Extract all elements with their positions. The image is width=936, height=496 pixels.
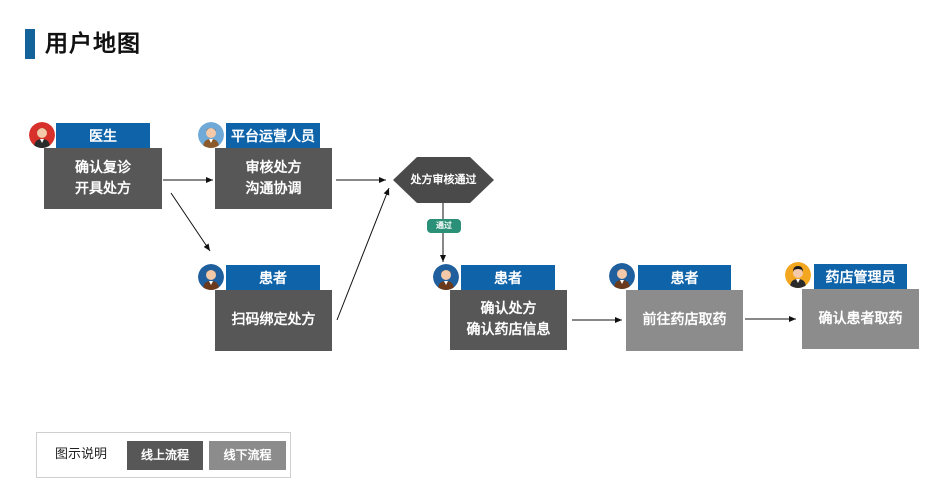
step-box: 确认处方 确认药店信息 xyxy=(450,290,567,350)
patient-avatar-icon xyxy=(609,263,635,289)
step-line: 扫码绑定处方 xyxy=(231,312,316,328)
patient-avatar-icon xyxy=(433,264,459,290)
step-line: 前往药店取药 xyxy=(642,312,727,328)
step-line: 确认药店信息 xyxy=(466,322,551,338)
decision-diamond-shape xyxy=(393,157,494,203)
decision-node: 处方审核通过 xyxy=(393,157,494,203)
doctor-avatar-icon xyxy=(29,122,55,148)
step-box: 扫码绑定处方 xyxy=(215,290,332,351)
edge-doctor-to-patient-scan xyxy=(170,192,211,252)
legend: 图示说明 线上流程 线下流程 xyxy=(36,432,291,478)
operator-avatar-icon xyxy=(198,122,224,148)
legend-label: 图示说明 xyxy=(55,447,108,462)
patient-avatar-icon xyxy=(198,264,224,290)
role-label: 患者 xyxy=(461,265,555,293)
step-box: 确认患者取药 xyxy=(802,289,919,349)
decision-label: 处方审核通过 xyxy=(410,173,477,186)
step-line: 确认复诊 xyxy=(75,159,131,176)
page-title: 用户地图 xyxy=(45,31,141,57)
legend-offline-chip: 线下流程 xyxy=(209,441,286,470)
step-line: 开具处方 xyxy=(75,180,131,197)
role-label: 平台运营人员 xyxy=(226,123,320,151)
role-label: 患者 xyxy=(638,265,731,293)
step-line: 审核处方 xyxy=(245,159,302,176)
step-box: 确认复诊 开具处方 xyxy=(44,148,162,209)
step-line: 沟通协调 xyxy=(245,180,302,197)
step-line: 确认患者取药 xyxy=(818,310,903,327)
legend-online-chip: 线上流程 xyxy=(127,441,203,470)
step-line: 确认处方 xyxy=(480,301,537,317)
role-label: 医生 xyxy=(56,123,150,151)
pharmacy-admin-avatar-icon xyxy=(785,262,811,288)
title-accent-bar xyxy=(25,29,35,59)
role-label: 患者 xyxy=(226,265,320,293)
pass-badge: 通过 xyxy=(427,219,461,233)
edge-patient-scan-to-decision xyxy=(336,187,390,321)
step-box: 审核处方 沟通协调 xyxy=(215,148,332,209)
role-label: 药店管理员 xyxy=(814,264,907,292)
step-box: 前往药店取药 xyxy=(626,290,743,351)
